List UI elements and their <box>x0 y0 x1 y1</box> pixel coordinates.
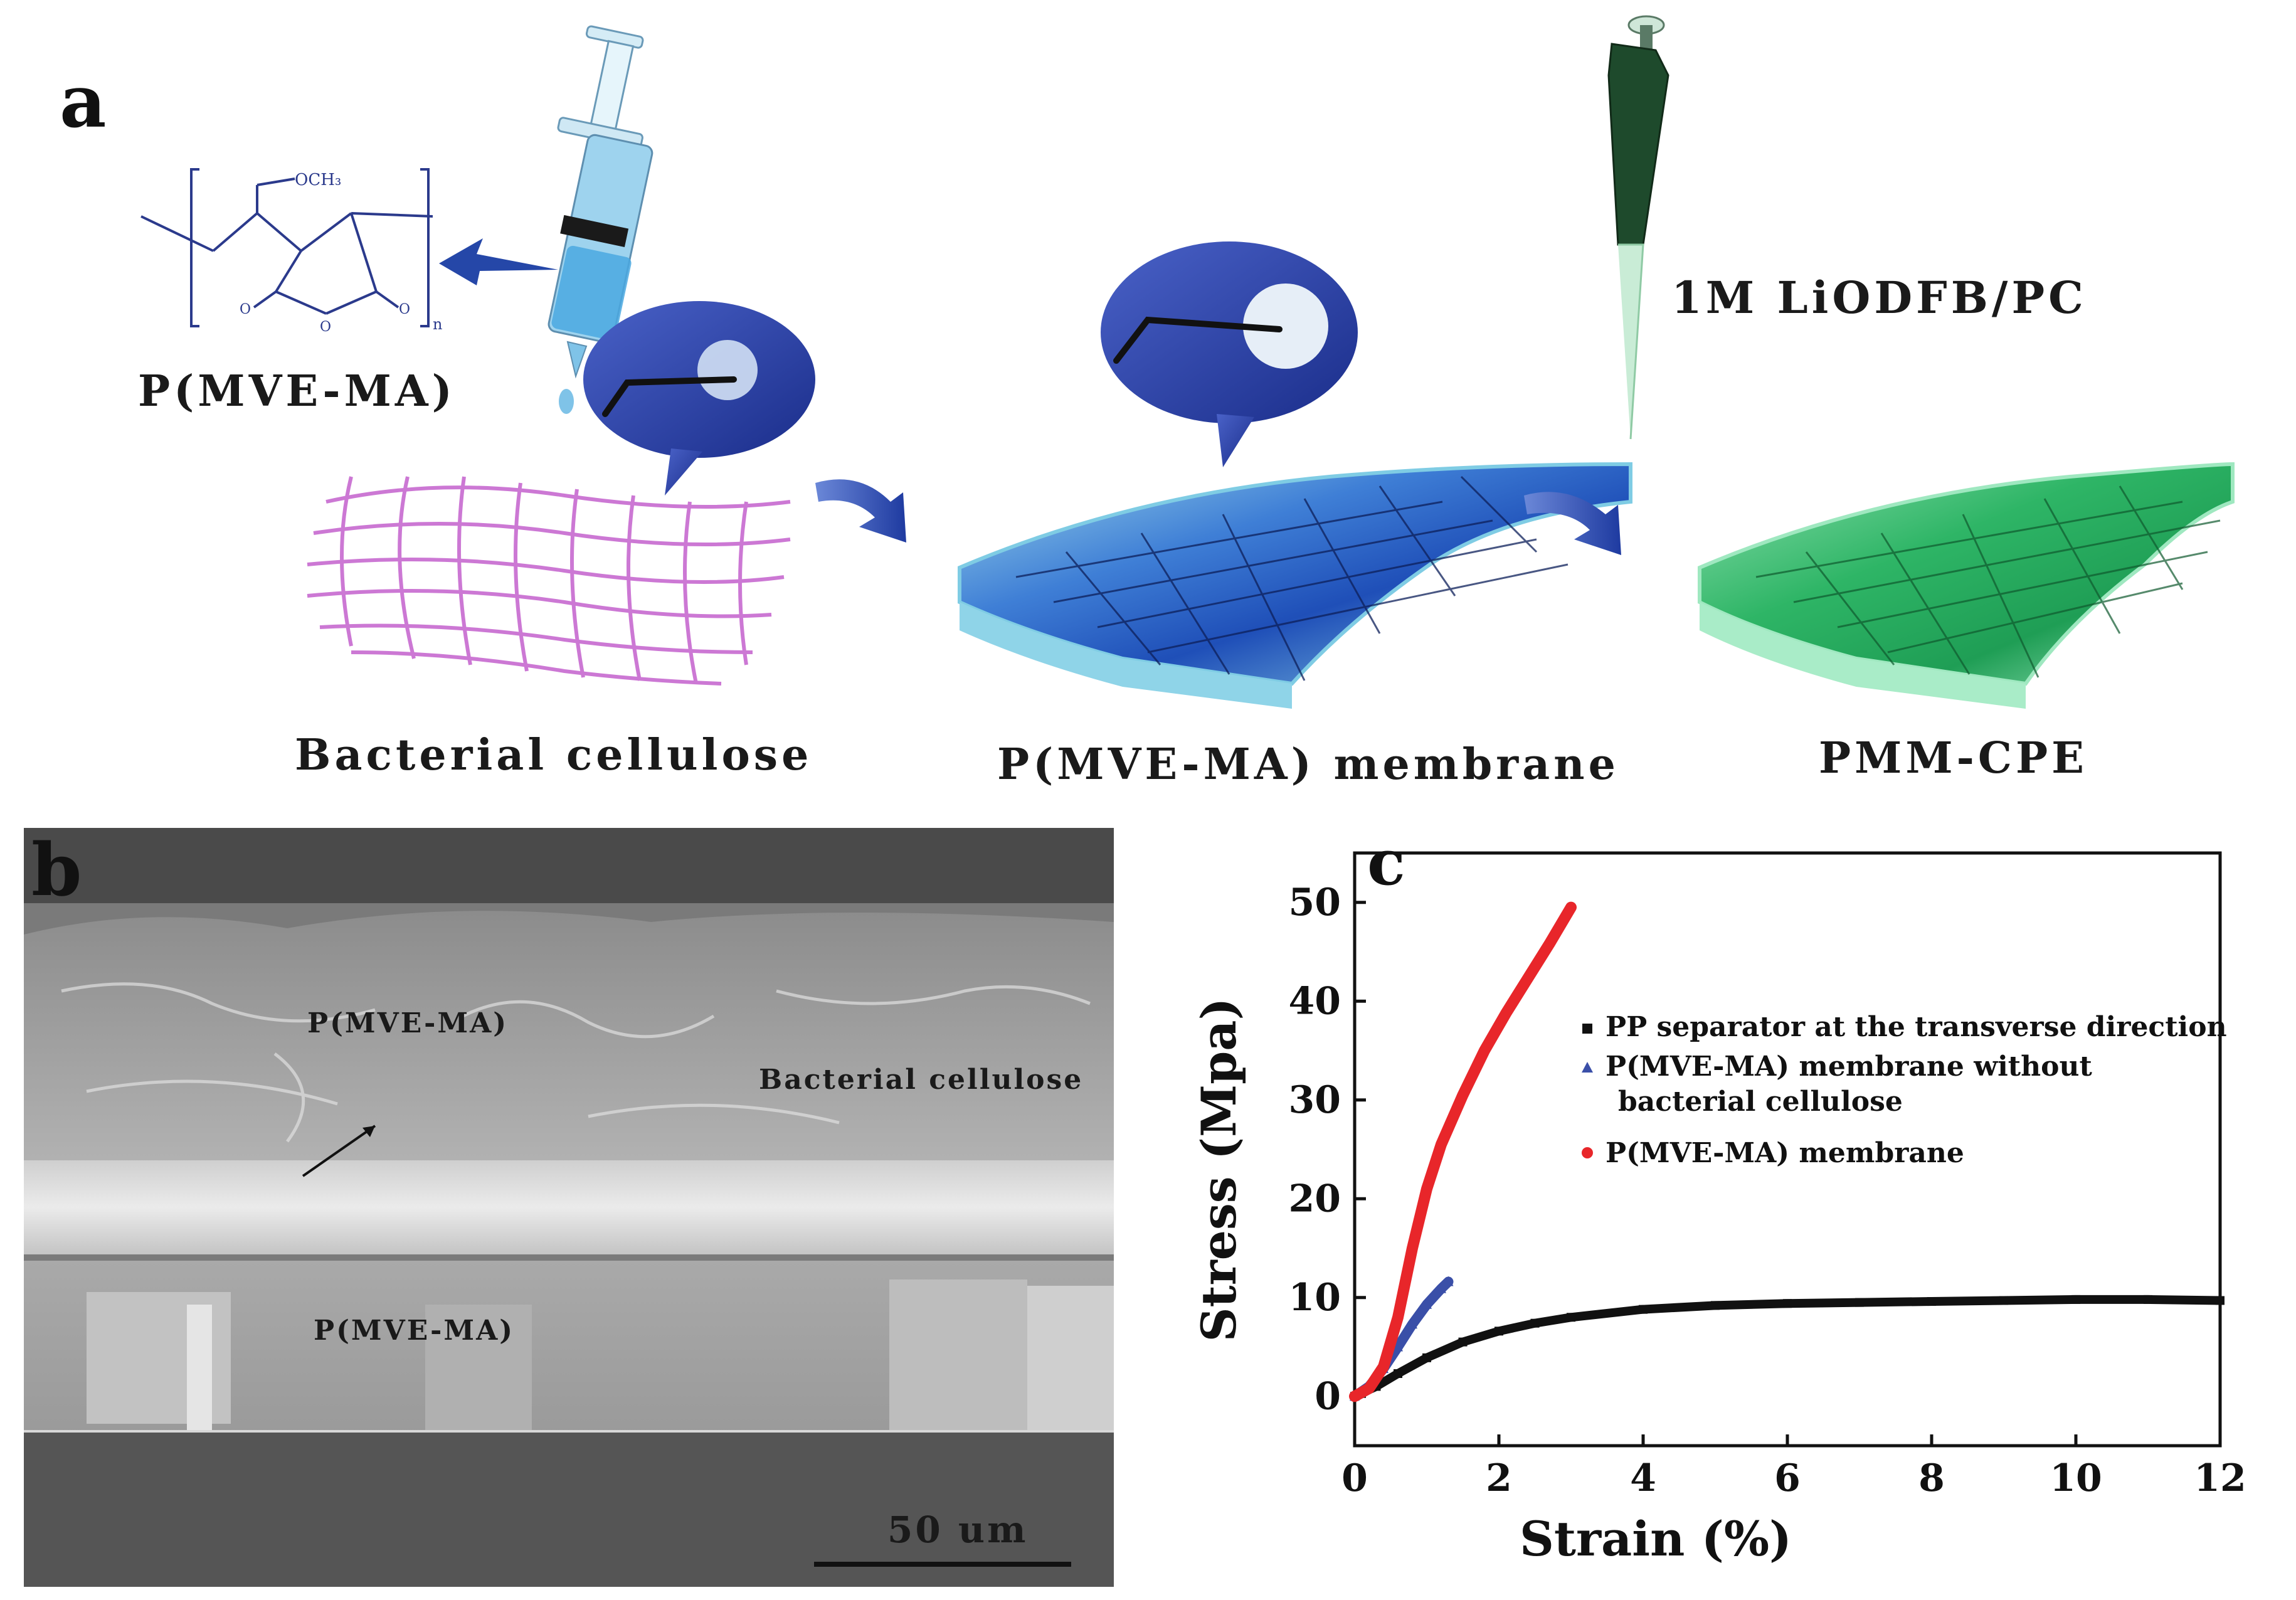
y-tick-label: 50 <box>1289 881 1341 925</box>
data-point-pp <box>1422 1353 1431 1362</box>
legend-label-no-bc-line1: P(MVE-MA) membrane without <box>1606 1051 2092 1083</box>
y-tick-label: 20 <box>1289 1177 1341 1221</box>
data-point-pp <box>2144 1295 2152 1304</box>
legend-label-membrane: P(MVE-MA) membrane <box>1606 1137 1964 1169</box>
data-point-membrane <box>1378 1362 1389 1372</box>
transition-arrow-2 <box>1524 492 1621 555</box>
data-point-pp <box>1855 1298 1864 1307</box>
y-tick-label: 40 <box>1289 979 1341 1023</box>
sem-label-top-layer: P(MVE-MA) <box>307 1007 509 1039</box>
data-point-no-bc <box>1436 1283 1446 1293</box>
carbonyl-left-label: O <box>240 302 251 317</box>
data-point-no-bc <box>1443 1276 1454 1286</box>
scale-bar-label: 50 um <box>887 1508 1029 1551</box>
data-point-membrane <box>1436 1139 1446 1150</box>
repeat-n-label: n <box>433 315 442 333</box>
panel-b-letter: b <box>31 828 82 913</box>
polymer-label: P(MVE-MA) <box>138 366 456 416</box>
x-axis-label: Strain (%) <box>1520 1511 1792 1567</box>
stress-strain-chart: 0 2 4 6 8 10 12 0 10 20 30 40 50 Strain (%) Stress (… <box>1191 851 2246 1567</box>
data-point-pp <box>1927 1297 1936 1306</box>
green-membrane <box>1698 462 2235 709</box>
transition-arrow-1 <box>815 479 906 543</box>
legend-marker-membrane <box>1582 1147 1593 1158</box>
data-point-pp <box>1495 1327 1503 1336</box>
legend: PP separator at the transverse direction… <box>1582 1011 2227 1169</box>
y-tick-label: 0 <box>1315 1374 1341 1418</box>
data-point-membrane <box>1544 938 1555 949</box>
panel-c-letter: c <box>1367 825 1405 899</box>
data-point-no-bc <box>1422 1298 1432 1309</box>
data-point-pp <box>1458 1337 1468 1347</box>
carbonyl-right-label: O <box>399 302 410 317</box>
x-tick-label: 2 <box>1486 1456 1512 1500</box>
panel-a-letter: a <box>60 60 107 144</box>
x-tick-label: 12 <box>2194 1456 2246 1500</box>
x-tick-label: 0 <box>1341 1456 1368 1500</box>
legend-label-pp: PP separator at the transverse direction <box>1606 1011 2227 1043</box>
stage-label-bacterial-cellulose: Bacterial cellulose <box>295 730 813 780</box>
pipette-icon <box>1607 15 1669 440</box>
reaction-arrow <box>439 238 558 285</box>
legend-label-no-bc-line2: bacterial cellulose <box>1618 1086 1903 1118</box>
stage-label-pmm-cpe: PMM-CPE <box>1819 733 2088 783</box>
x-tick-label: 10 <box>2050 1456 2102 1500</box>
salt-label: 1M LiODFB/PC <box>1671 272 2087 324</box>
legend-marker-pp <box>1582 1024 1592 1034</box>
y-tick-label: 10 <box>1289 1276 1341 1320</box>
sem-micrograph <box>24 828 1114 1587</box>
data-point-pp <box>1567 1313 1575 1322</box>
series-line-1 <box>1350 1295 2225 1401</box>
data-point-no-bc <box>1407 1318 1417 1329</box>
och3-label: OCH₃ <box>295 171 341 189</box>
data-point-membrane <box>1501 1008 1511 1019</box>
data-point-pp <box>1639 1305 1648 1314</box>
data-point-membrane <box>1566 902 1576 913</box>
data-point-pp <box>1783 1299 1792 1308</box>
syringe-icon <box>548 25 653 414</box>
speech-bubble-2 <box>1101 241 1358 467</box>
x-tick-label: 6 <box>1774 1456 1801 1500</box>
y-tick-label: 30 <box>1289 1078 1341 1122</box>
data-point-pp <box>2216 1296 2225 1305</box>
panel-a-illustration: OCH₃ n O O O <box>140 15 2235 709</box>
x-tick-label: 8 <box>1918 1456 1945 1500</box>
data-point-pp <box>2071 1295 2080 1304</box>
data-point-pp <box>1999 1296 2008 1305</box>
data-point-membrane <box>1523 973 1533 984</box>
x-tick-label: 4 <box>1630 1456 1656 1500</box>
data-point-no-bc <box>1393 1341 1403 1352</box>
bacterial-cellulose-mesh <box>307 476 791 686</box>
polymer-structure <box>140 168 433 327</box>
stage-label-membrane: P(MVE-MA) membrane <box>997 739 1619 790</box>
legend-label-no-bc: P(MVE-MA) membrane without bacterial cel… <box>1606 1051 2102 1118</box>
speech-bubble-1 <box>583 301 815 495</box>
data-point-pp <box>1394 1369 1402 1379</box>
data-point-membrane <box>1479 1046 1489 1056</box>
sem-label-bottom-layer: P(MVE-MA) <box>314 1315 515 1347</box>
data-point-membrane <box>1407 1243 1417 1253</box>
sem-label-middle-layer: Bacterial cellulose <box>759 1064 1084 1096</box>
ring-oxygen-label: O <box>320 319 331 335</box>
data-point-membrane <box>1350 1391 1360 1402</box>
data-point-membrane <box>1393 1312 1403 1323</box>
data-point-membrane <box>1422 1184 1432 1194</box>
data-point-pp <box>1711 1301 1720 1310</box>
y-axis-label: Stress (Mpa) <box>1191 998 1247 1342</box>
legend-marker-no-bc <box>1582 1062 1593 1073</box>
data-point-pp <box>1530 1318 1540 1328</box>
data-point-membrane <box>1364 1383 1374 1394</box>
data-point-membrane <box>1457 1089 1468 1100</box>
